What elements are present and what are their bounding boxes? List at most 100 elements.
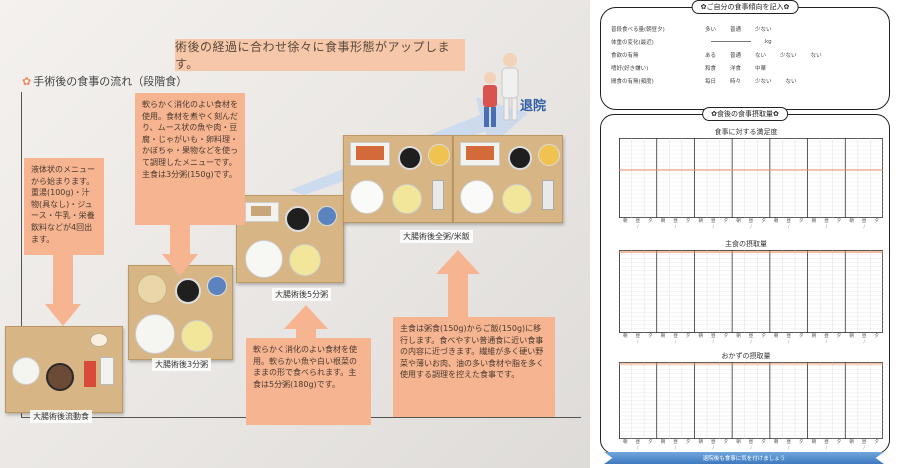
meal-labels: 朝昼夕	[657, 333, 695, 339]
meal-label: 朝	[736, 440, 741, 445]
diet-tendency-card: ✿ご自分の食事傾向を記入✿ 普段食べる量(朝昼夕)多い普通少ない体重の変化(最近…	[600, 0, 890, 110]
date-slot[interactable]: /	[825, 445, 828, 450]
meal-labels: 朝昼夕	[770, 218, 808, 224]
meal-labels: 朝昼夕	[845, 439, 883, 445]
meal-label: 朝	[773, 440, 779, 445]
day-column: 朝昼夕/	[657, 439, 695, 453]
diet-row-option[interactable]: kg	[765, 38, 772, 45]
diet-row-option[interactable]: 中華	[755, 65, 767, 72]
meal-label: 夕	[648, 219, 653, 224]
meal-labels: 朝昼夕	[694, 439, 732, 445]
meal-label: 朝	[849, 334, 854, 339]
diet-row-option[interactable]	[711, 41, 751, 42]
chart-days: 朝昼夕/朝昼夕/朝昼夕/朝昼夕/朝昼夕/朝昼夕/朝昼夕/	[619, 333, 883, 347]
arrow-down-2	[170, 225, 190, 255]
meal-label: 夕	[874, 219, 879, 224]
diet-row-label: 普段食べる量(朝昼夕)	[611, 26, 665, 33]
day-column: 朝昼夕/	[694, 218, 732, 232]
meal-label: 昼	[786, 440, 791, 445]
date-slot[interactable]: /	[825, 339, 828, 344]
meal-label: 夕	[685, 440, 691, 445]
arrow-up-3	[296, 328, 316, 340]
date-slot[interactable]: /	[637, 445, 639, 450]
meal-label: 夕	[723, 334, 729, 339]
meal-labels: 朝昼夕	[694, 333, 732, 339]
diet-row-label: 嗜好(好き嫌い)	[611, 65, 649, 72]
flow-title-text: 手術後の食事の流れ（段階食）	[33, 75, 188, 88]
date-slot[interactable]: /	[674, 445, 677, 450]
diet-row-option[interactable]: ない	[810, 52, 822, 59]
date-slot[interactable]: /	[750, 224, 752, 229]
chart-staple-intake: 主食の摂取量 朝昼夕/朝昼夕/朝昼夕/朝昼夕/朝昼夕/朝昼夕/朝昼夕/	[605, 239, 887, 347]
meal-label: 夕	[874, 440, 879, 445]
meal-label: 朝	[773, 219, 779, 224]
meal-labels: 朝昼夕	[770, 333, 808, 339]
date-slot[interactable]: /	[750, 339, 752, 344]
day-column: 朝昼夕/	[845, 218, 883, 232]
date-slot[interactable]: /	[674, 339, 677, 344]
arrow-down-icon	[162, 254, 198, 276]
meal-label: 朝	[811, 440, 817, 445]
diet-row-option[interactable]: ない	[785, 78, 797, 85]
date-slot[interactable]: /	[863, 224, 865, 229]
day-column: 朝昼夕/	[619, 439, 657, 453]
date-slot[interactable]: /	[863, 339, 865, 344]
meal-label: 夕	[723, 219, 729, 224]
record-grid-svg[interactable]	[619, 362, 883, 439]
meal-label: 夕	[685, 219, 691, 224]
meal-label: 昼	[673, 440, 678, 445]
day-column: 朝昼夕/	[657, 218, 695, 232]
diet-row-option[interactable]: 洋食	[730, 65, 742, 72]
date-slot[interactable]: /	[637, 339, 639, 344]
meal-label: 夕	[761, 219, 766, 224]
date-slot[interactable]: /	[788, 339, 790, 344]
meal-labels: 朝昼夕	[657, 218, 695, 224]
date-slot[interactable]: /	[712, 445, 714, 450]
day-column: 朝昼夕/	[808, 333, 846, 347]
meal-label: 昼	[635, 334, 641, 339]
record-grid-svg[interactable]	[619, 250, 883, 333]
record-grid-svg[interactable]	[619, 138, 883, 218]
date-slot[interactable]: /	[863, 445, 865, 450]
date-slot[interactable]: /	[788, 445, 790, 450]
date-slot[interactable]: /	[712, 339, 714, 344]
date-slot[interactable]: /	[674, 224, 677, 229]
diet-row-option[interactable]: 少ない	[780, 52, 797, 59]
diet-row-option[interactable]: 少ない	[755, 26, 772, 33]
date-slot[interactable]: /	[637, 224, 639, 229]
meal-label: 朝	[736, 219, 741, 224]
date-slot[interactable]: /	[788, 224, 790, 229]
diet-row-option[interactable]: ある	[705, 52, 717, 59]
diet-row-option[interactable]: 毎日	[705, 78, 717, 85]
meal-tray-liquid	[5, 326, 123, 413]
diet-row-option[interactable]: 少ない	[755, 78, 772, 85]
chart-caption: 主食の摂取量	[725, 240, 767, 248]
meal-labels: 朝昼夕	[619, 439, 657, 445]
meal-label: 昼	[824, 440, 829, 445]
arrow-up-icon	[436, 250, 480, 274]
day-column: 朝昼夕/	[619, 218, 657, 232]
diet-row: 体重の変化(最近)kg	[611, 35, 879, 48]
meal-labels: 朝昼夕	[770, 439, 808, 445]
meal-label: 昼	[786, 334, 791, 339]
chart-grid[interactable]	[619, 362, 883, 439]
day-column: 朝昼夕/	[694, 439, 732, 453]
meal-labels: 朝昼夕	[808, 218, 846, 224]
diet-row-option[interactable]: ない	[755, 52, 767, 59]
chart-grid[interactable]	[619, 250, 883, 333]
stage-label-liquid: 大腸術後流動食	[30, 410, 92, 423]
date-slot[interactable]: /	[825, 224, 828, 229]
chart-grid[interactable]	[619, 138, 883, 218]
diet-row-option[interactable]: 時々	[730, 78, 742, 85]
diet-row-option[interactable]: 和食	[705, 65, 717, 72]
meal-labels: 朝昼夕	[732, 439, 770, 445]
date-slot[interactable]: /	[750, 445, 752, 450]
diet-row-option[interactable]: 普通	[730, 26, 742, 33]
arrow-down-1	[53, 255, 73, 305]
flow-title: ✿手術後の食事の流れ（段階食）	[22, 73, 187, 89]
diet-row-option[interactable]: 普通	[730, 52, 742, 59]
date-slot[interactable]: /	[712, 224, 714, 229]
diet-row-option[interactable]: 多い	[705, 26, 717, 33]
day-column: 朝昼夕/	[770, 439, 808, 453]
